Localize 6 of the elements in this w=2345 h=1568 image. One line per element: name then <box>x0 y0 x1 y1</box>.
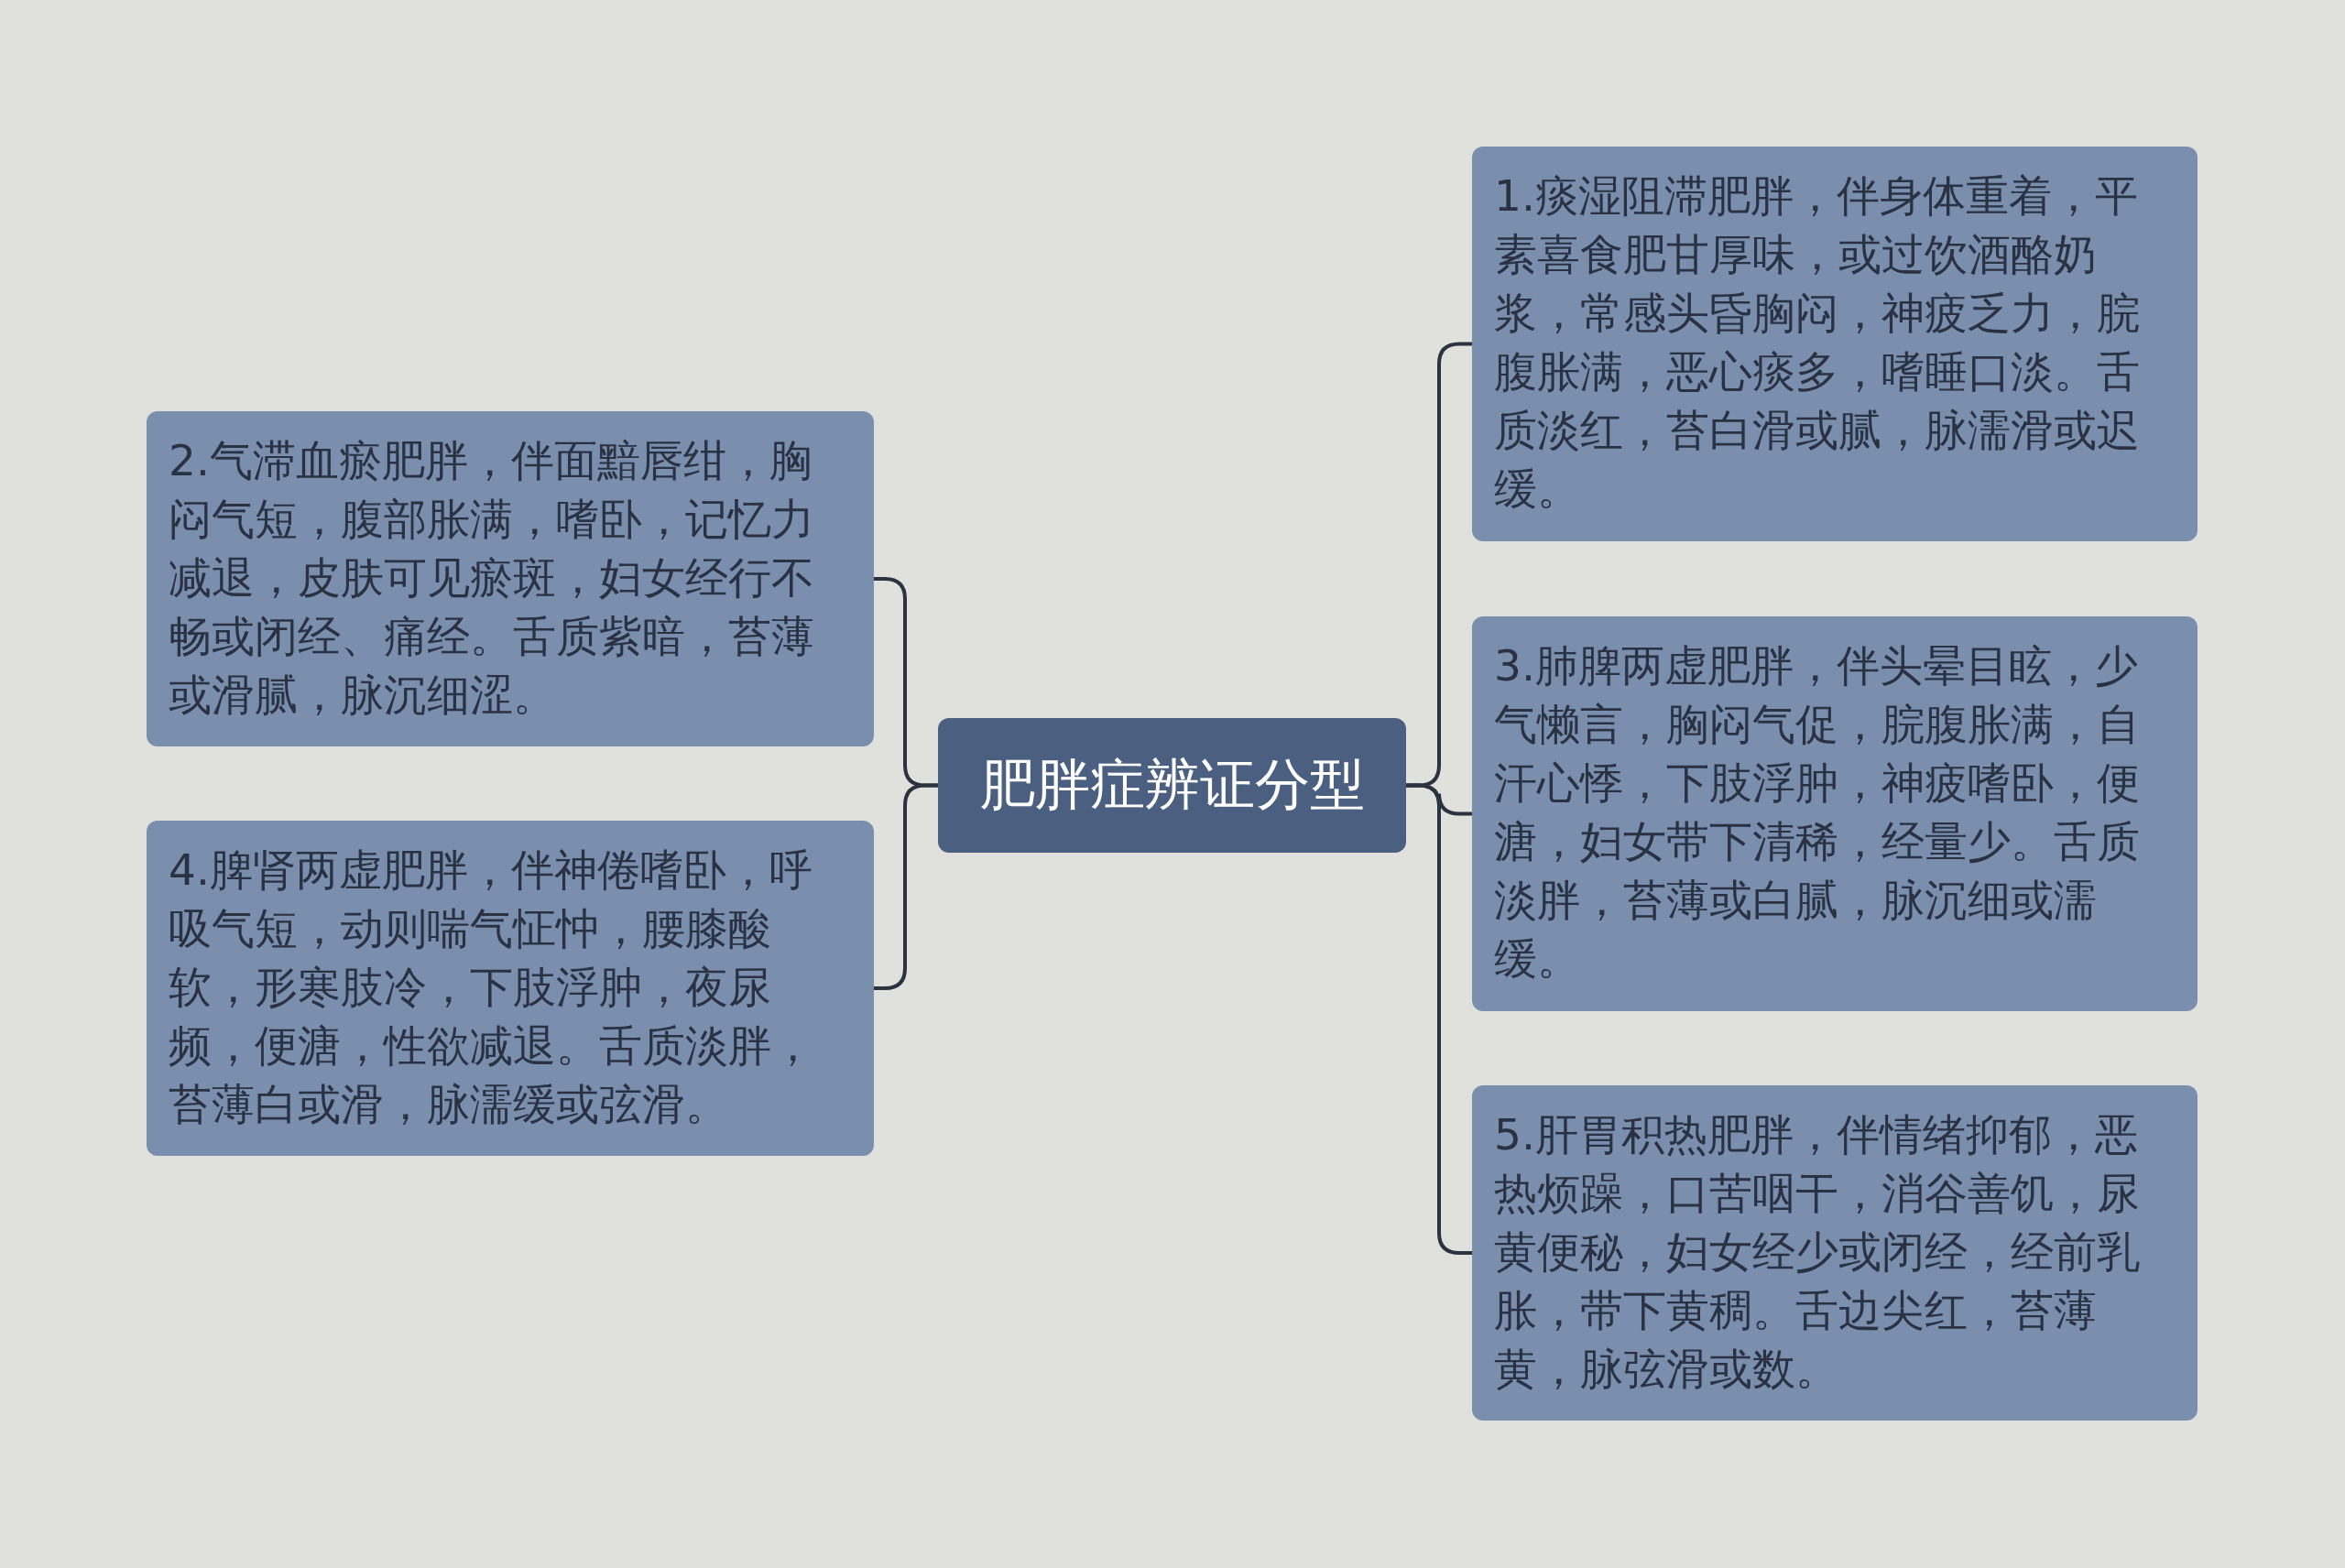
topic-box: 2.气滞血瘀肥胖，伴面黯唇绀，胸闷气短，腹部胀满，嗜卧，记忆力减退，皮肤可见瘀斑，妇女经行不畅或闭经、痛经。舌质紫暗，苔薄或滑腻，脉沉细涩。 <box>147 411 874 746</box>
topic-box: 5.肝胃积热肥胖，伴情绪抑郁，恶热烦躁，口苦咽干，消谷善饥，尿黄便秘，妇女经少或闭经，经前乳胀，带下黄稠。舌边尖红，苔薄黄，脉弦滑或数。 <box>1472 1085 2198 1421</box>
central-topic-box: 肥胖症辨证分型 <box>938 718 1406 853</box>
topic-box: 1.痰湿阻滞肥胖，伴身体重着，平素喜食肥甘厚味，或过饮酒酪奶浆，常感头昏胸闷，神疲乏力，脘腹胀满，恶心痰多，嗜睡口淡。舌质淡红，苔白滑或腻，脉濡滑或迟缓。 <box>1472 147 2198 541</box>
topic-box: 3.肺脾两虚肥胖，伴头晕目眩，少气懒言，胸闷气促，脘腹胀满，自汗心悸，下肢浮肿，神疲嗜卧，便溏，妇女带下清稀，经量少。舌质淡胖，苔薄或白腻，脉沉细或濡缓。 <box>1472 616 2198 1011</box>
topic-box: 4.脾肾两虚肥胖，伴神倦嗜卧，呼吸气短，动则喘气怔忡，腰膝酸软，形寒肢冷，下肢浮肿，夜尿频，便溏，性欲减退。舌质淡胖，苔薄白或滑，脉濡缓或弦滑。 <box>147 821 874 1156</box>
